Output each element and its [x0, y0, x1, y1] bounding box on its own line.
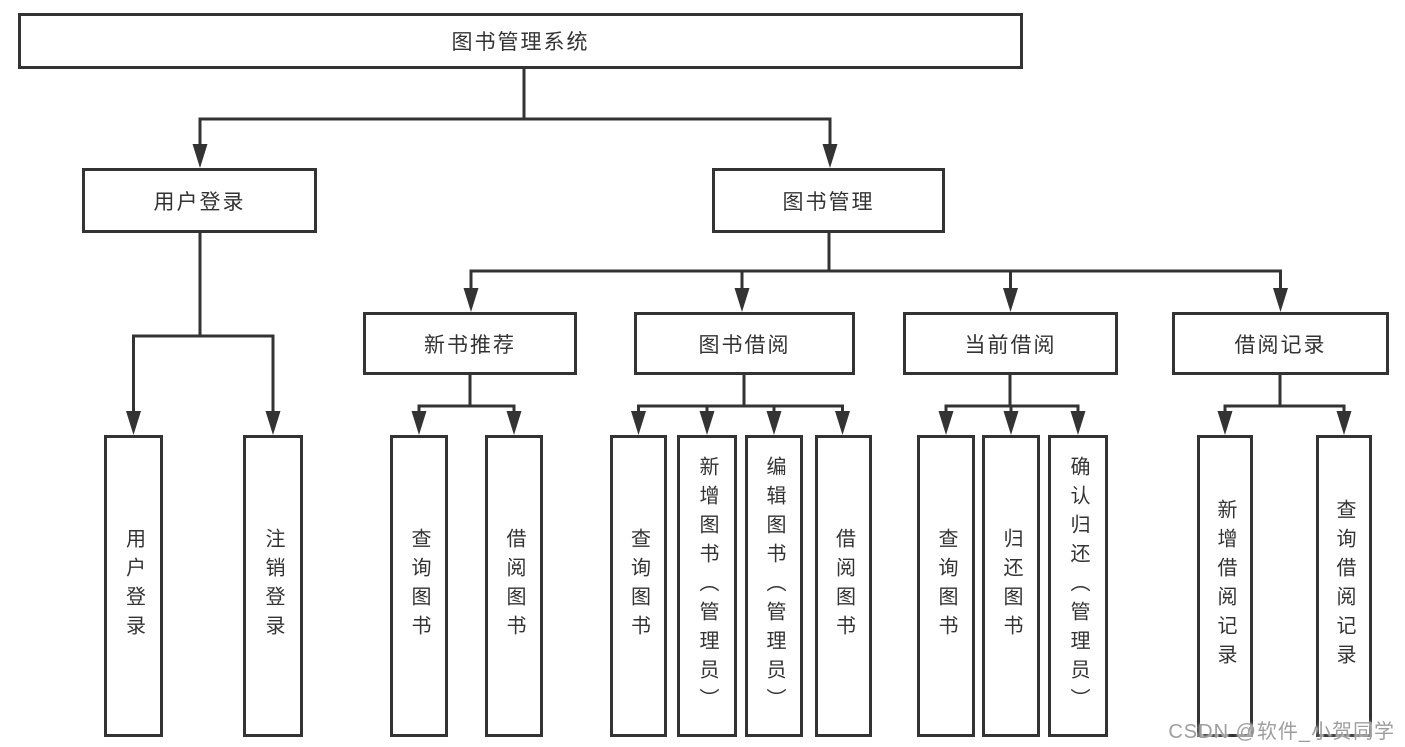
- node-label: 查询图书: [935, 528, 957, 644]
- node-label: 图书管理系统: [451, 31, 590, 54]
- node-label: 用户登录: [122, 528, 145, 644]
- node-add-books-admin: 新增图书（管理员）: [677, 435, 737, 737]
- node-label: 借阅记录: [1234, 333, 1327, 357]
- node-book-borrow: 图书借阅: [634, 312, 855, 375]
- node-query-books-recommend: 查询图书: [390, 435, 448, 737]
- node-return-books: 归还图书: [982, 435, 1040, 737]
- node-label: 新增借阅记录: [1214, 499, 1236, 673]
- node-label: 查询图书: [408, 528, 430, 644]
- node-query-books-current: 查询图书: [917, 435, 975, 737]
- node-label: 归还图书: [1000, 528, 1022, 644]
- node-label: 查询借阅记录: [1333, 499, 1355, 673]
- node-library-management-system: 图书管理系统: [18, 13, 1023, 69]
- node-label: 新增图书（管理员）: [696, 455, 718, 717]
- node-label: 借阅图书: [503, 528, 525, 644]
- node-borrow-records: 借阅记录: [1172, 312, 1389, 375]
- node-user-login-action: 用户登录: [104, 435, 163, 737]
- node-label: 图书借阅: [698, 333, 791, 357]
- node-label: 确认归还（管理员）: [1067, 455, 1089, 717]
- node-new-book-recommend: 新书推荐: [363, 312, 577, 375]
- node-label: 编辑图书（管理员）: [763, 455, 785, 717]
- node-book-management: 图书管理: [712, 168, 945, 233]
- node-label: 图书管理: [782, 190, 875, 214]
- node-confirm-return-admin: 确认归还（管理员）: [1048, 435, 1108, 737]
- node-label: 注销登录: [262, 528, 284, 644]
- node-add-borrow-record: 新增借阅记录: [1197, 435, 1253, 737]
- node-borrow-books-recommend: 借阅图书: [485, 435, 543, 737]
- node-query-borrow-record: 查询借阅记录: [1316, 435, 1372, 737]
- watermark: CSDN @软件_小贺同学: [1168, 721, 1395, 743]
- node-current-borrow: 当前借阅: [903, 312, 1118, 375]
- node-label: 用户登录: [153, 190, 246, 214]
- node-label: 当前借阅: [964, 333, 1057, 357]
- node-borrow-books: 借阅图书: [815, 435, 872, 737]
- node-label: 借阅图书: [832, 528, 855, 644]
- node-logout: 注销登录: [243, 435, 303, 737]
- node-user-login: 用户登录: [82, 168, 317, 233]
- node-label: 新书推荐: [424, 333, 516, 357]
- node-edit-books-admin: 编辑图书（管理员）: [745, 435, 803, 737]
- node-label: 查询图书: [627, 528, 650, 644]
- node-query-books-borrow: 查询图书: [610, 435, 667, 737]
